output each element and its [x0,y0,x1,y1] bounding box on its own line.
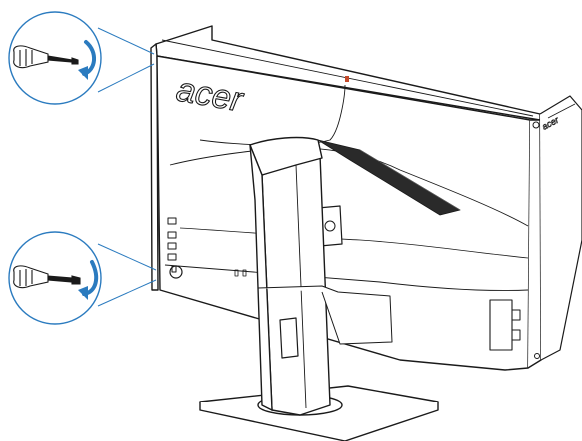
rotate-arrow-icon [78,260,99,300]
monitor-back-panel [150,25,582,371]
callout-top [8,11,102,105]
callout-bottom [8,231,102,325]
screwdriver-icon [13,265,81,289]
monitor-stand [199,136,439,441]
screwdriver-icon [13,45,79,69]
rotate-arrow-icon [78,40,96,80]
leader-lines [97,27,157,307]
